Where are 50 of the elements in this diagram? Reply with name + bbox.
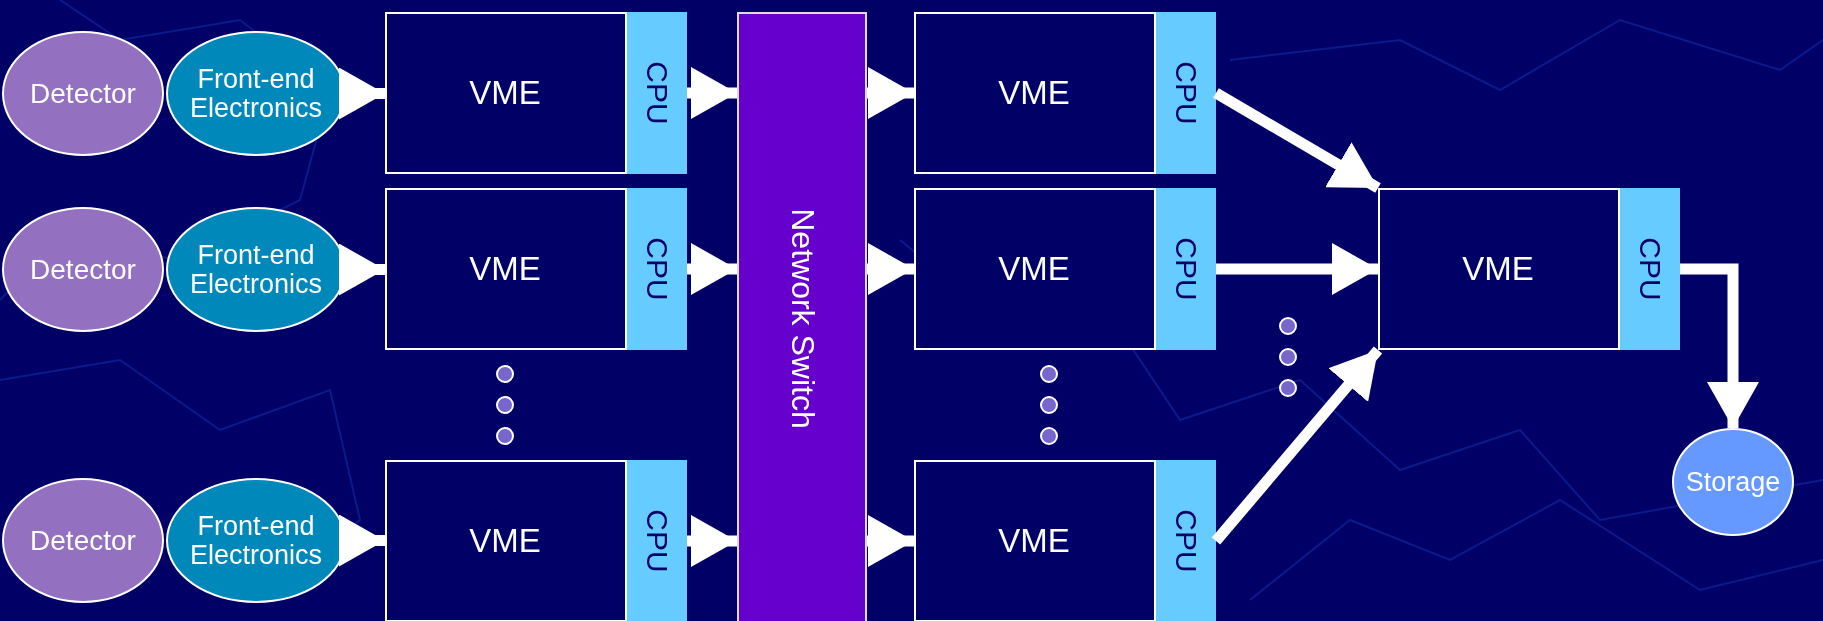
arrow bbox=[1213, 88, 1381, 193]
node-label: VME bbox=[469, 522, 541, 560]
node-label: CPU bbox=[640, 61, 674, 125]
node-label: Front-end Electronics bbox=[188, 241, 323, 298]
arrow bbox=[867, 515, 914, 567]
node-label: CPU bbox=[1169, 237, 1203, 301]
arrow bbox=[687, 515, 737, 567]
arrow bbox=[1680, 263, 1759, 428]
arrow bbox=[339, 243, 385, 296]
vme-crate-box bbox=[914, 460, 1216, 621]
vme-crate-box bbox=[385, 12, 687, 174]
vme-crate-box bbox=[1378, 188, 1680, 350]
node-label: VME bbox=[998, 522, 1070, 560]
node-label: VME bbox=[1462, 250, 1534, 288]
node-label: Detector bbox=[30, 253, 136, 286]
network-switch-bar bbox=[737, 12, 867, 621]
node-label: Storage bbox=[1685, 466, 1781, 498]
node-label: Detector bbox=[30, 77, 136, 110]
vme-crate-box bbox=[385, 460, 687, 621]
cpu-module bbox=[625, 12, 687, 174]
cpu-module bbox=[1154, 12, 1216, 174]
cpu-module bbox=[1154, 460, 1216, 621]
vme-crate-box bbox=[385, 188, 687, 350]
node-label: VME bbox=[469, 74, 541, 112]
arrow bbox=[687, 243, 737, 295]
node-label: CPU bbox=[1169, 61, 1203, 125]
vme-crate-box bbox=[914, 188, 1216, 350]
node-label: Detector bbox=[30, 524, 136, 557]
node-label: VME bbox=[998, 250, 1070, 288]
arrow bbox=[1216, 243, 1378, 295]
arrow bbox=[339, 514, 385, 567]
arrow bbox=[687, 67, 737, 119]
node-label: Front-end Electronics bbox=[188, 512, 323, 569]
cpu-module bbox=[625, 188, 687, 350]
arrow bbox=[867, 243, 914, 295]
node-label: VME bbox=[998, 74, 1070, 112]
node-label: CPU bbox=[1633, 237, 1667, 301]
node-label: Network Switch bbox=[783, 207, 821, 429]
node-label: CPU bbox=[1169, 509, 1203, 573]
cpu-module bbox=[1154, 188, 1216, 350]
node-label: CPU bbox=[640, 237, 674, 301]
vme-crate-box bbox=[914, 12, 1216, 174]
node-label: Front-end Electronics bbox=[188, 65, 323, 122]
node-label: CPU bbox=[640, 509, 674, 573]
arrow bbox=[867, 67, 914, 119]
node-label: VME bbox=[469, 250, 541, 288]
arrow bbox=[1211, 346, 1383, 545]
cpu-module bbox=[625, 460, 687, 621]
arrow bbox=[339, 67, 385, 120]
cpu-module bbox=[1618, 188, 1680, 350]
